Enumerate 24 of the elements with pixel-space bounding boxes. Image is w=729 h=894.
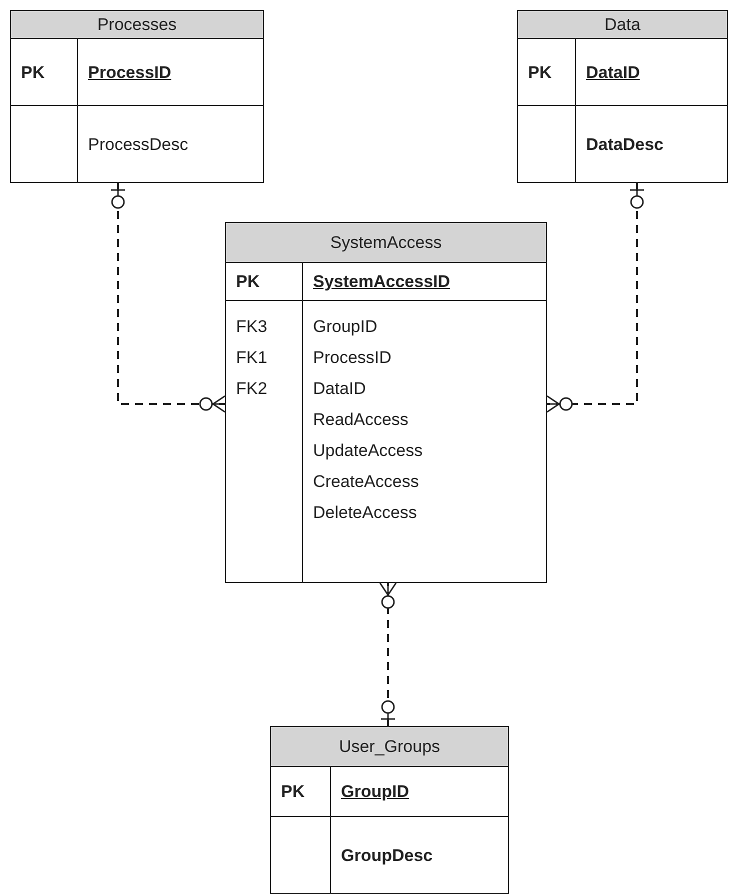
field-name: GroupDesc	[341, 844, 433, 866]
table-title: Processes	[97, 14, 177, 36]
field-name: DataDesc	[586, 134, 664, 156]
relationship-line	[110, 182, 226, 413]
primary-key-field: SystemAccessID	[313, 266, 450, 297]
relationship-line	[546, 182, 645, 413]
field-name: ProcessDesc	[88, 134, 188, 156]
entity-table	[517, 10, 728, 183]
entity-table	[225, 222, 547, 583]
table-title: SystemAccess	[330, 232, 442, 254]
primary-key-field: GroupID	[341, 776, 409, 807]
key-label: PK	[528, 62, 552, 84]
table-title: Data	[604, 14, 640, 36]
primary-key-field: DataID	[586, 56, 640, 88]
entity-table	[10, 10, 264, 183]
field-list: GroupID ProcessID DataID ReadAccess UpdateAccess CreateAccess DeleteAccess	[313, 311, 423, 528]
foreign-key-labels: FK3 FK1 FK2	[236, 316, 268, 400]
relationship-line	[379, 582, 397, 727]
primary-key-field: ProcessID	[88, 56, 172, 88]
key-label: PK	[236, 271, 260, 293]
entity-table	[270, 726, 509, 894]
key-label: PK	[281, 781, 305, 803]
key-label: PK	[21, 62, 45, 84]
table-title: User_Groups	[338, 736, 440, 758]
